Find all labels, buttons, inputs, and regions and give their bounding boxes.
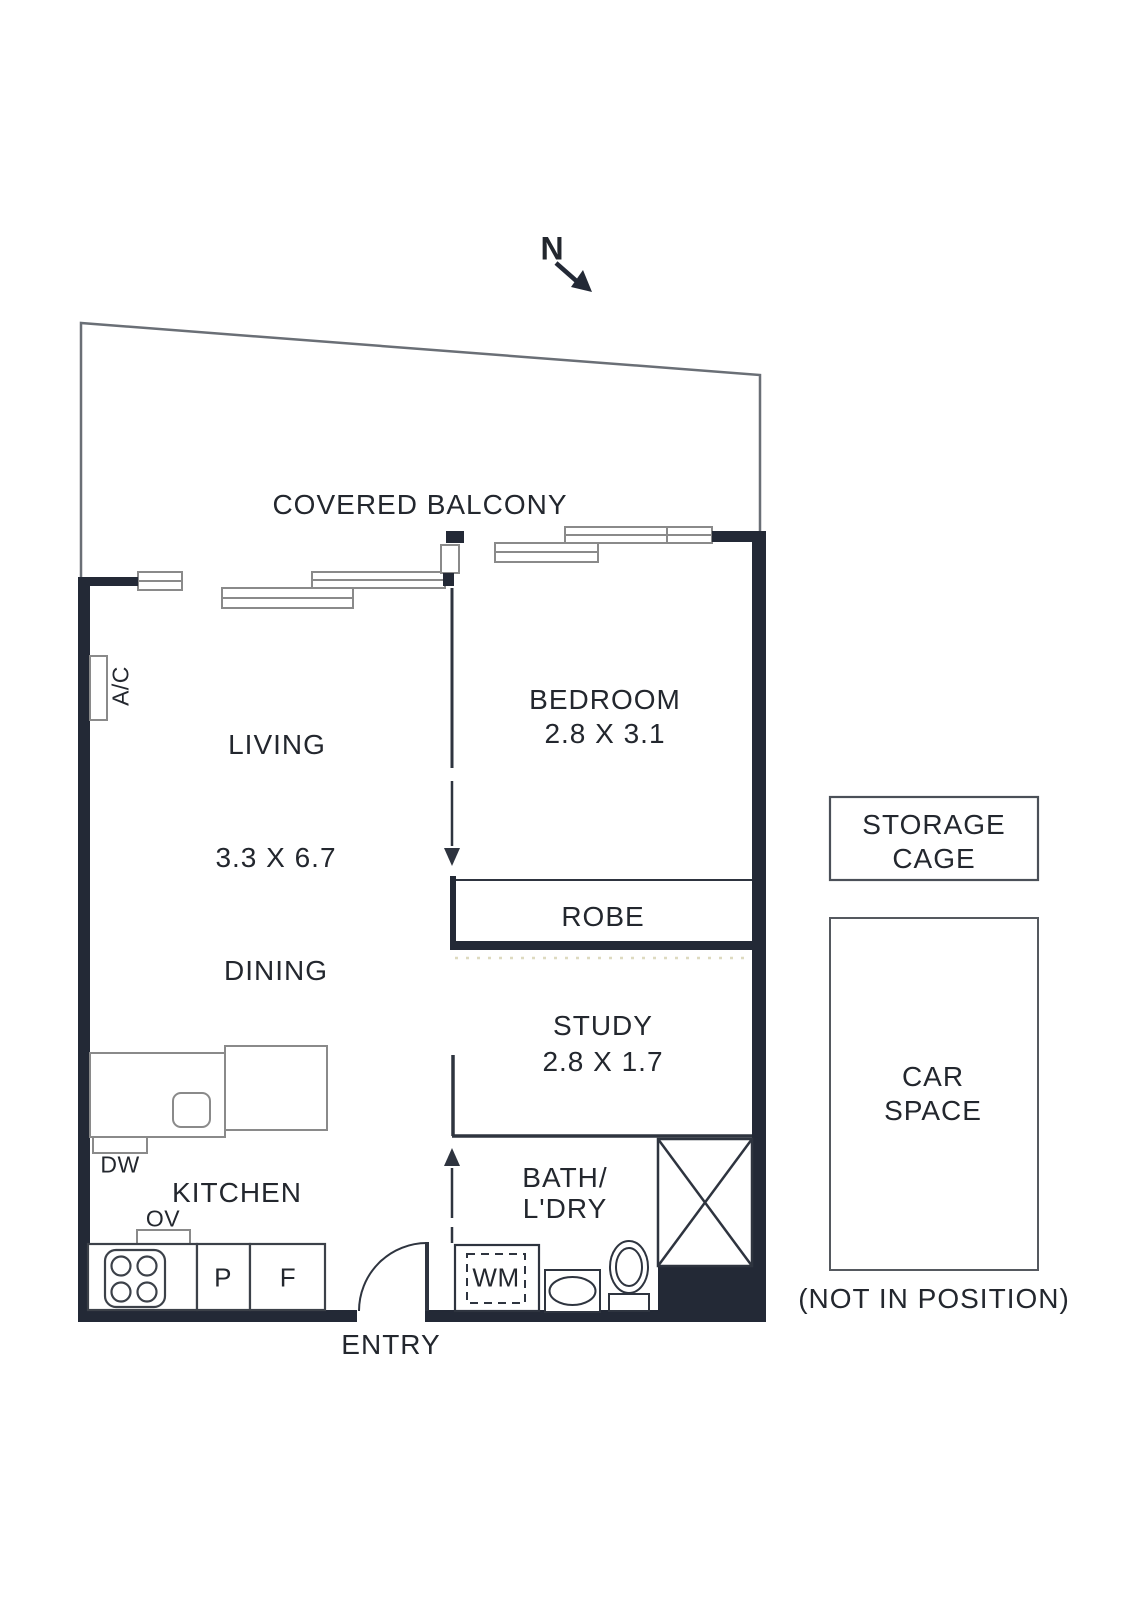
bedroom-slider-arrow [444,781,460,866]
dishwasher-label: DW [100,1151,140,1178]
living-label: LIVING [228,729,326,760]
car-space-label-line2: SPACE [884,1095,982,1126]
study-dimensions: 2.8 X 1.7 [542,1046,664,1077]
bath-slider-arrow [444,1148,460,1243]
walls [78,531,766,1322]
entry-door [358,1242,429,1312]
toilet [608,1240,650,1312]
car-space-box [829,917,1039,1271]
bath-label-line1: BATH/ [522,1162,608,1193]
living-balcony-sliding-doors [137,544,460,609]
living-dimensions: 3.3 X 6.7 [215,842,337,873]
pantry-fridge-boxes [195,1242,327,1312]
washing-machine [466,1253,526,1304]
storage-cage-label-line2: CAGE [892,843,976,874]
fridge-label: F [279,1262,297,1293]
storage-cage-label-line1: STORAGE [862,809,1006,840]
balcony-label: COVERED BALCONY [272,489,568,520]
entry-label: ENTRY [341,1329,441,1360]
storage-cage-box [828,795,1040,882]
cooktop-bench [86,1242,199,1312]
oven-label: OV [145,1205,181,1232]
bedroom-dimensions: 2.8 X 3.1 [544,718,666,749]
car-space-note: (NOT IN POSITION) [798,1283,1070,1314]
basin [544,1269,601,1313]
shower [656,1137,754,1268]
kitchen-label: KITCHEN [172,1177,302,1208]
bath-label-line2: L'DRY [522,1193,608,1224]
dining-label: DINING [224,955,328,986]
car-space-label-line1: CAR [901,1061,965,1092]
north-label: N [540,230,564,267]
internal-walls [450,588,752,1138]
pantry-label: P [214,1262,232,1293]
north-arrow-icon [554,261,592,292]
kitchen-bench [89,1045,328,1246]
robe-label: ROBE [561,901,645,932]
washing-machine-label: WM [472,1262,520,1293]
laundry-cabinet [453,1243,541,1313]
bedroom-label: BEDROOM [529,684,681,715]
study-label: STUDY [553,1010,653,1041]
ac-label: A/C [107,666,134,706]
balcony-outline [79,321,762,578]
ac-unit [89,655,108,721]
bedroom-window-panels [494,526,713,563]
